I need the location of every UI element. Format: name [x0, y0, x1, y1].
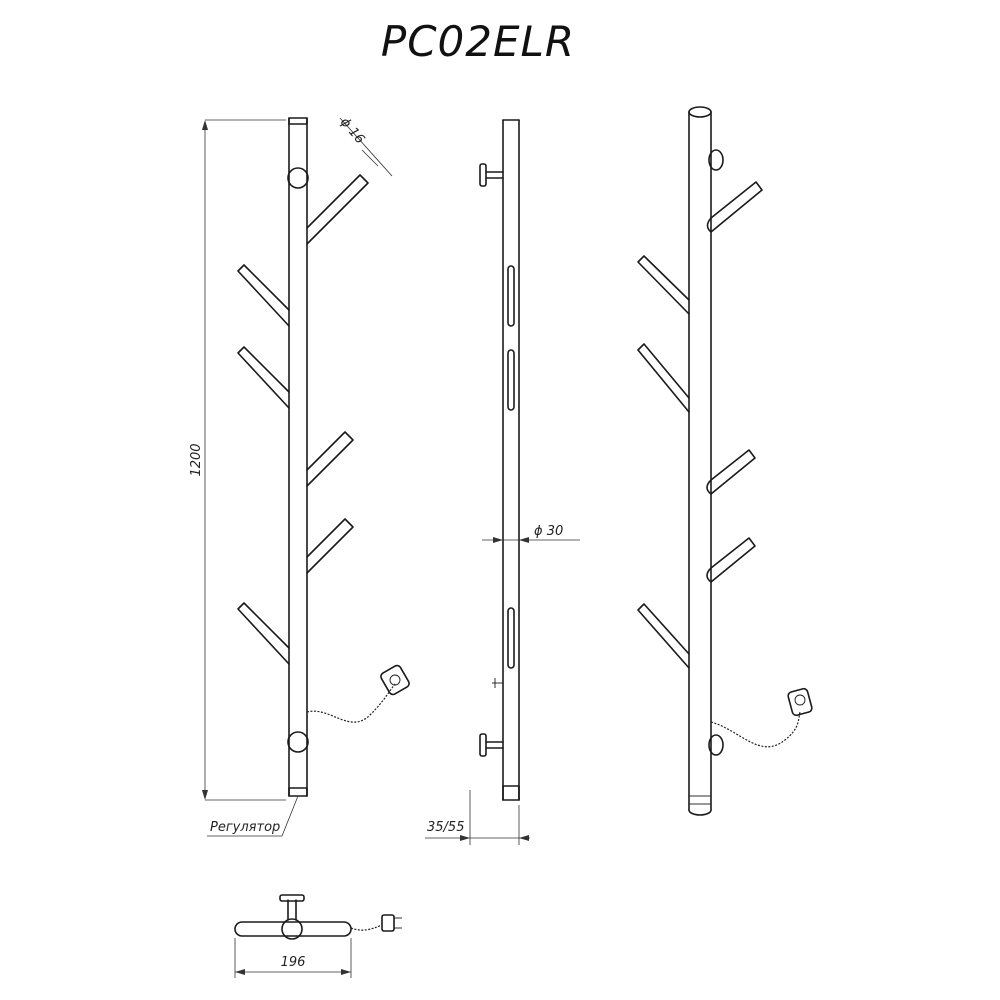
- perspective-view: [637, 106, 813, 816]
- side-view: [479, 119, 520, 801]
- side-bottom-bracket: [479, 733, 504, 757]
- wall-offset-label: 35/55: [427, 820, 464, 835]
- pipe-diameter-dimension: ϕ 30: [482, 524, 580, 543]
- power-plug: [380, 664, 410, 696]
- perspective-power-plug: [787, 687, 813, 717]
- width-dimension: 196: [234, 938, 352, 978]
- height-dimension: 1200: [189, 119, 286, 801]
- model-title: PC02ELR: [381, 17, 575, 66]
- width-label: 196: [281, 955, 306, 970]
- front-view: [237, 117, 410, 797]
- top-view: [234, 894, 402, 940]
- pipe-diameter-label: ϕ 30: [534, 524, 563, 539]
- perspective-bottom-mount: [708, 734, 724, 756]
- top-mount: [287, 167, 309, 189]
- perspective-top-mount: [708, 149, 724, 171]
- regulator-label: Регулятор: [210, 820, 280, 835]
- side-top-bracket: [479, 163, 504, 187]
- branch-diameter-label: ϕ 16: [337, 115, 367, 147]
- regulator-callout: Регулятор: [207, 795, 299, 837]
- bottom-mount: [287, 731, 309, 753]
- top-view-plug: [381, 914, 395, 932]
- wall-offset-dimension: 35/55: [425, 790, 530, 845]
- height-label: 1200: [189, 443, 204, 476]
- branch-diameter-dimension: ϕ 16: [337, 115, 393, 177]
